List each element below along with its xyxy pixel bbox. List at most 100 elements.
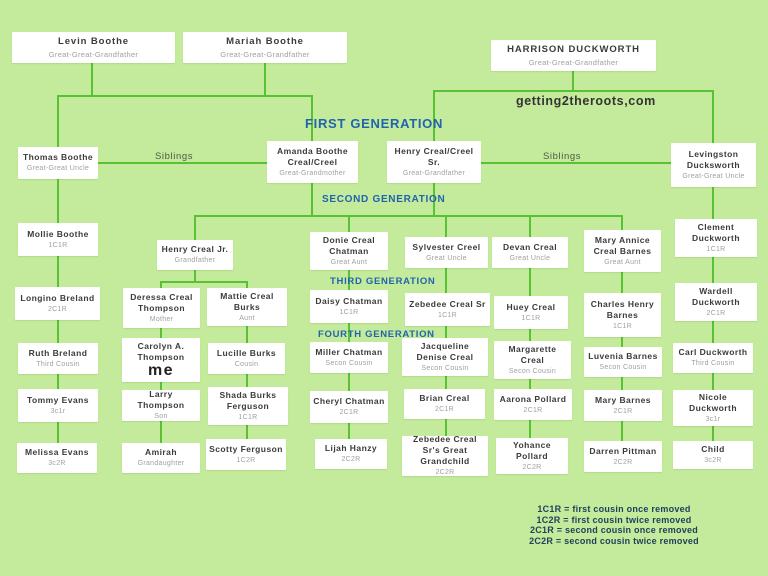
person-relation: 3c1r: [705, 415, 721, 423]
connector-line-vertical: [621, 272, 623, 293]
connector-line-horizontal: [98, 162, 267, 164]
connector-line-vertical: [445, 419, 447, 436]
legend: 1C1R = first cousin once removed 1C2R = …: [508, 504, 720, 546]
connector-line-vertical: [529, 329, 531, 341]
person-relation: Great-Great-Grandfather: [48, 50, 139, 60]
connector-line-vertical: [57, 374, 59, 389]
connector-line-vertical: [433, 90, 435, 141]
person-name: Zebedee Creal Sr: [409, 298, 486, 309]
person-relation: 2C2R: [522, 463, 542, 471]
person-name: Tommy Evans: [27, 394, 89, 405]
connector-line-vertical: [246, 281, 248, 288]
connector-line-horizontal: [161, 281, 247, 283]
person-box-zebedee_sr: Zebedee Creal Sr 1C1R: [405, 293, 490, 326]
person-relation: 2C1R: [523, 406, 543, 414]
connector-line-horizontal: [58, 95, 312, 97]
connector-line-vertical: [348, 373, 350, 391]
connector-line-vertical: [712, 426, 714, 441]
connector-line-vertical: [348, 323, 350, 342]
person-relation: 3c2R: [704, 457, 722, 465]
fourth-generation-label: FOURTH GENERATION: [318, 329, 435, 340]
person-relation: Great-Great Uncle: [26, 165, 90, 173]
connector-line-vertical: [712, 187, 714, 219]
person-relation: Son: [154, 413, 168, 421]
connector-line-vertical: [348, 270, 350, 290]
person-relation: 3c1r: [50, 407, 66, 415]
person-relation: 2C1R: [706, 309, 726, 317]
person-box-zebedee_gc: Zebedee Creal Sr's Great Grandchild 2C2R: [402, 434, 488, 477]
person-relation: Great Uncle: [509, 254, 551, 262]
person-relation: 2C2R: [341, 456, 361, 464]
connector-line-vertical: [57, 95, 59, 147]
person-name: Cheryl Chatman: [313, 396, 385, 407]
person-name: Nicole Duckworth: [689, 391, 737, 413]
person-name: Thomas Boothe: [22, 152, 94, 163]
person-relation: Cousin: [234, 360, 259, 368]
connector-line-vertical: [712, 257, 714, 283]
person-name: Brian Creal: [419, 393, 470, 404]
connector-line-vertical: [712, 373, 714, 390]
connector-line-vertical: [160, 382, 162, 390]
connector-line-vertical: [311, 183, 313, 215]
person-relation: Third Cousin: [36, 360, 80, 368]
person-name: HARRISON DUCKWORTH: [507, 43, 640, 55]
connector-line-vertical: [572, 71, 574, 90]
person-relation: Grandaughter: [137, 460, 185, 468]
connector-line-vertical: [57, 179, 59, 223]
person-box-nicole: Nicole Duckworth 3c1r: [673, 390, 753, 426]
person-name: Jacqueline Denise Creal: [416, 340, 474, 362]
legend-line-1c1r: 1C1R = first cousin once removed: [537, 504, 691, 514]
person-name: Larry Thompson: [137, 389, 185, 411]
person-box-shada: Shada Burks Ferguson 1C1R: [208, 387, 288, 425]
person-name: Levingston Ducksworth: [686, 148, 741, 170]
connector-line-vertical: [348, 215, 350, 232]
connector-line-vertical: [57, 422, 59, 443]
person-relation: 1C1R: [437, 311, 458, 319]
person-name: Melissa Evans: [25, 447, 89, 458]
person-name: Carl Duckworth: [678, 347, 748, 358]
connector-line-vertical: [246, 326, 248, 343]
person-relation: 1C2R: [236, 456, 256, 464]
person-relation: Great-Grandmother: [279, 169, 346, 177]
person-name: Clement Duckworth: [692, 221, 740, 243]
person-box-scotty: Scotty Ferguson 1C2R: [206, 439, 286, 470]
person-relation: 1C1R: [238, 413, 258, 421]
person-name: Sylvester Creel: [412, 241, 481, 252]
person-name: Scotty Ferguson: [209, 443, 283, 454]
person-box-henry_jr: Henry Creal Jr.Grandfather: [157, 240, 233, 270]
person-name: Darren Pittman: [589, 445, 657, 456]
person-name: Devan Creal: [502, 241, 558, 252]
person-name: Child: [701, 444, 725, 455]
person-relation: Great Aunt: [330, 258, 368, 266]
connector-line-vertical: [712, 90, 714, 143]
person-relation: 2C1R: [47, 305, 68, 313]
person-relation: Great Aunt: [604, 258, 641, 266]
person-relation: 2C2R: [435, 469, 455, 477]
person-name: Shada Burks Ferguson: [219, 389, 277, 411]
person-name: Zebedee Creal Sr's Great Grandchild: [413, 434, 477, 467]
person-relation: Aunt: [239, 314, 255, 322]
person-name: Ruth Breland: [28, 347, 88, 358]
legend-line-2c1r: 2C1R = second cousin once removed: [529, 525, 699, 535]
person-relation: Great-Great-Grandfather: [220, 50, 310, 60]
person-name: Levin Boothe: [58, 35, 129, 47]
connector-line-vertical: [57, 256, 59, 287]
